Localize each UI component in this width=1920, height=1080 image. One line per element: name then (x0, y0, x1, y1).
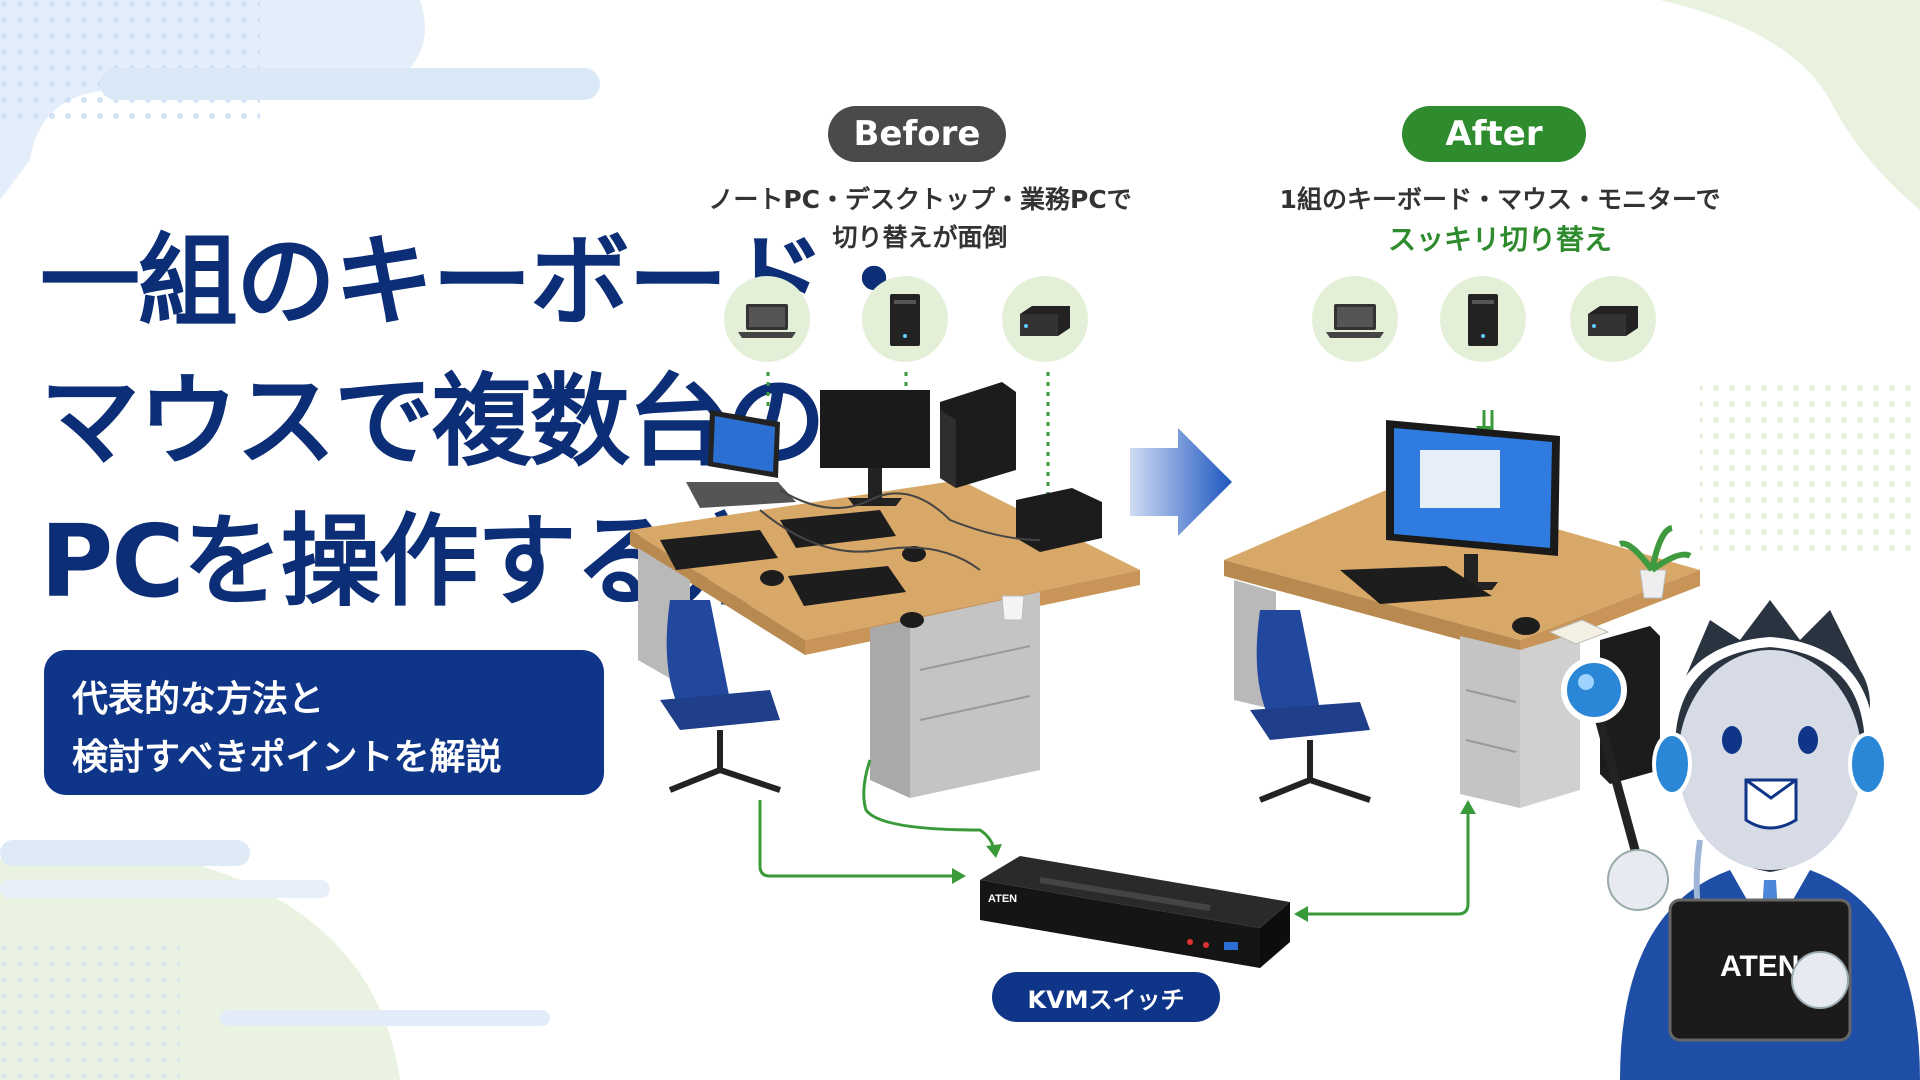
desktop-tower-icon (862, 276, 948, 362)
laptop-icon (724, 276, 810, 362)
kvm-switch-label: KVMスイッチ (992, 972, 1220, 1022)
after-caption-line-2: スッキリ切り替え (1387, 223, 1612, 256)
kvm-brand-text: ATEN (988, 893, 1017, 905)
mini-pc-icon-after (1570, 276, 1656, 362)
after-label: After (1402, 106, 1586, 162)
subtitle-line-1: 代表的な方法と (72, 679, 325, 720)
before-caption-line-1: ノートPC・デスクトップ・業務PCで (708, 185, 1132, 214)
desktop-tower-icon-after (1440, 276, 1526, 362)
laptop-icon-after (1312, 276, 1398, 362)
after-caption-line-1: 1組のキーボード・マウス・モニターで (1279, 185, 1721, 214)
before-desk-scene (630, 370, 1140, 798)
subtitle-box: 代表的な方法と 検討すべきポイントを解説 (44, 650, 604, 795)
headline-line-2: マウスで複数台の (40, 363, 826, 480)
kvm-switch-device: ATEN (980, 856, 1290, 968)
after-desk-scene (1224, 410, 1700, 808)
mini-pc-icon (1002, 276, 1088, 362)
before-label: Before (828, 106, 1006, 162)
tablet-brand-text: ATEN (1720, 950, 1799, 983)
mascot-character: ATEN (1561, 600, 1920, 1080)
subtitle-line-2: 検討すべきポイントを解説 (72, 737, 502, 778)
before-caption-line-2: 切り替えが面倒 (832, 223, 1008, 252)
